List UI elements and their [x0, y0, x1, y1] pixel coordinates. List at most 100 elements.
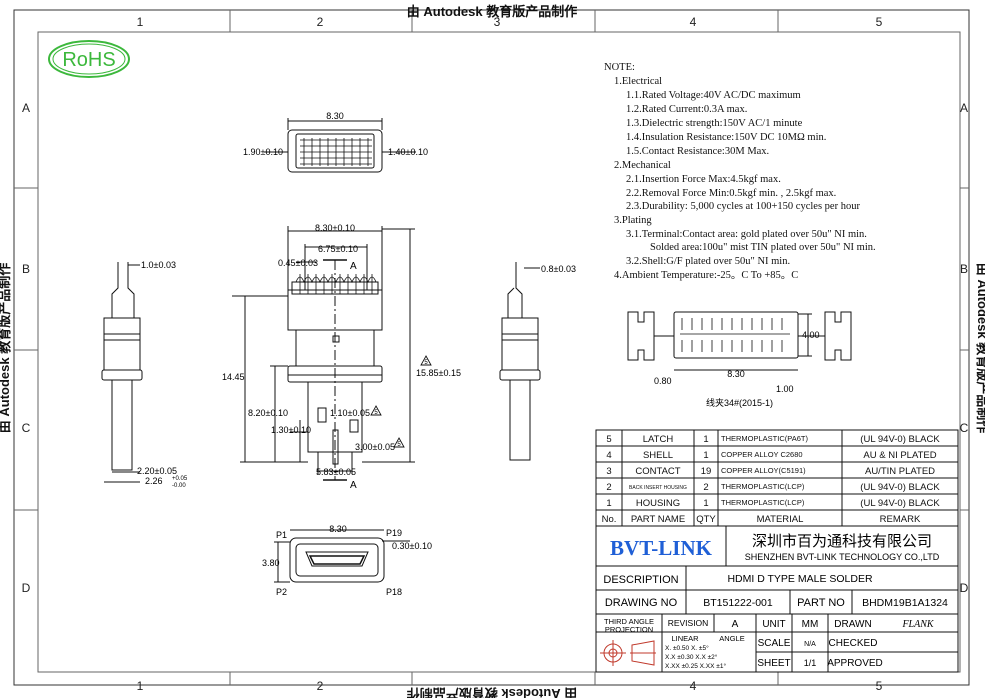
section-label-top: A [350, 261, 357, 272]
notes-line: NOTE: [604, 62, 635, 73]
right-side-view [499, 262, 541, 461]
bom-no: 1 [606, 498, 611, 509]
notes-line: 4.Ambient Temperature:-25。C To +85。C [614, 270, 798, 281]
watermark-right: 由 Autodesk 教育版产品制作 [975, 263, 985, 433]
bom-part: HOUSING [636, 498, 680, 509]
strip-caption: 线夹34#(2015-1) [706, 397, 773, 408]
dim-body-height: 8.20±0.10 [248, 408, 288, 418]
dim-pitch: 0.45±0.03 [278, 258, 318, 268]
grid-row-d: D [22, 581, 31, 595]
scale-value: N/A [804, 641, 816, 648]
dim-pin-right: 3.00±0.05 [355, 442, 395, 452]
notes-line: 1.3.Dielectric strength:150V AC/1 minute [626, 118, 803, 129]
dim-strip-left: 0.80 [654, 376, 672, 386]
bom-qty: 19 [701, 466, 712, 477]
dim-top-width: 8.30 [326, 111, 344, 121]
rev-mark: 5 [374, 410, 378, 416]
dim-face-height: 3.80 [262, 558, 280, 568]
dim-side-left-tol-plus: +0.05 [172, 476, 188, 482]
bom-remark: AU/TIN PLATED [865, 466, 935, 477]
tolerance-row: X.X ±0.30 X.X ±2° [665, 653, 718, 661]
bom-part: SHELL [643, 450, 673, 461]
pin-p19: P19 [386, 528, 402, 538]
notes-line: 1.1.Rated Voltage:40V AC/DC maximum [626, 90, 801, 101]
revision-label: REVISION [668, 618, 709, 628]
dim-strip-right: 1.00 [776, 384, 794, 394]
notes-line: 1.5.Contact Resistance:30M Max. [626, 146, 769, 157]
rohs-label: RoHS [62, 49, 115, 71]
drawn-label: DRAWN [834, 619, 871, 630]
bom-no: 5 [606, 434, 611, 445]
dim-height-right: 15.85±0.15 [416, 368, 461, 378]
outer-frame [13, 9, 970, 686]
notes-line: 3.2.Shell:G/F plated over 50u" NI min. [626, 256, 790, 267]
bom-table [595, 429, 959, 527]
rev-mark: 5 [424, 360, 428, 366]
bom-remark: (UL 94V-0) BLACK [860, 482, 940, 493]
bom-cells: 5 LATCH 1 THERMOPLASTIC(PA6T) (UL 94V-0)… [602, 434, 941, 525]
bom-material: THERMOPLASTIC(LCP) [721, 482, 805, 491]
grid-row-d-right: D [960, 581, 969, 595]
bom-no: 2 [606, 482, 611, 493]
grid-col-4: 4 [690, 15, 697, 29]
watermark-left: 由 Autodesk 教育版产品制作 [0, 263, 12, 433]
revision-triangles [370, 355, 432, 448]
notes-block: NOTE: 1.Electrical 1.1.Rated Voltage:40V… [604, 62, 876, 281]
company-name-en: SHENZHEN BVT-LINK TECHNOLOGY CO.,LTD [745, 552, 940, 562]
watermark-top: 由 Autodesk 教育版产品制作 [407, 4, 577, 19]
dim-bottom-width: 5.83±0.05 [316, 467, 356, 477]
dim-front-width: 8.30±0.10 [315, 223, 355, 233]
notes-line: 2.Mechanical [614, 160, 671, 171]
notes-line: 3.1.Terminal:Contact area: gold plated o… [626, 229, 867, 240]
bom-header-qty: QTY [696, 514, 716, 525]
grid-row-c-right: C [960, 421, 969, 435]
dim-strip-width: 8.30 [727, 369, 745, 379]
approved-label: APPROVED [827, 658, 883, 669]
revision-value: A [732, 619, 739, 630]
bom-header-no: No. [602, 514, 617, 525]
grid-row-b-right: B [960, 262, 968, 276]
dim-side-right-top: 0.8±0.03 [541, 264, 576, 274]
angle-label: ANGLE [719, 634, 744, 643]
front-view [232, 226, 415, 481]
part-no-label: PART NO [797, 597, 845, 609]
tolerance-row: X.XX ±0.25 X.XX ±1° [665, 662, 726, 670]
sheet-label: SHEET [757, 658, 790, 669]
bom-material: THERMOPLASTIC(LCP) [721, 498, 805, 507]
left-side-view [101, 262, 143, 483]
dim-face-width: 8.30 [329, 524, 347, 534]
drawing-no-value: BT151222-001 [703, 597, 773, 609]
bom-material: COPPER ALLOY(C5191) [721, 466, 806, 475]
bom-part: LATCH [643, 434, 674, 445]
drawn-value: FLANK [901, 619, 934, 630]
scale-label: SCALE [758, 638, 791, 649]
rev-mark: 5 [397, 442, 401, 448]
bom-no: 4 [606, 450, 611, 461]
sheet-value: 1/1 [804, 658, 817, 668]
description-value: HDMI D TYPE MALE SOLDER [727, 573, 873, 585]
pin-p1: P1 [276, 530, 287, 540]
company-name-cn: 深圳市百为通科技有限公司 [752, 533, 932, 550]
notes-line: 1.2.Rated Current:0.3A max. [626, 104, 747, 115]
dim-side-left-bottom2: 2.26 [145, 476, 163, 486]
grid-row-b: B [22, 262, 30, 276]
grid-ticks [14, 10, 969, 685]
bom-remark: (UL 94V-0) BLACK [860, 498, 940, 509]
notes-line: 1.Electrical [614, 76, 662, 87]
description-label: DESCRIPTION [603, 574, 678, 586]
section-label-bottom: A [350, 480, 357, 491]
grid-row-c: C [22, 421, 31, 435]
grid-col-5: 5 [876, 15, 883, 29]
rohs-badge [48, 40, 130, 78]
dim-strip-height: 4.00 [802, 330, 820, 340]
grid-col-2: 2 [317, 15, 324, 29]
grid-col-1: 1 [137, 15, 144, 29]
checked-label: CHECKED [829, 638, 878, 649]
unit-label: UNIT [762, 619, 785, 630]
bom-qty: 1 [703, 498, 708, 509]
projection-symbol [600, 640, 656, 666]
bom-remark: AU & NI PLATED [863, 450, 936, 461]
bom-header-material: MATERIAL [757, 514, 804, 525]
